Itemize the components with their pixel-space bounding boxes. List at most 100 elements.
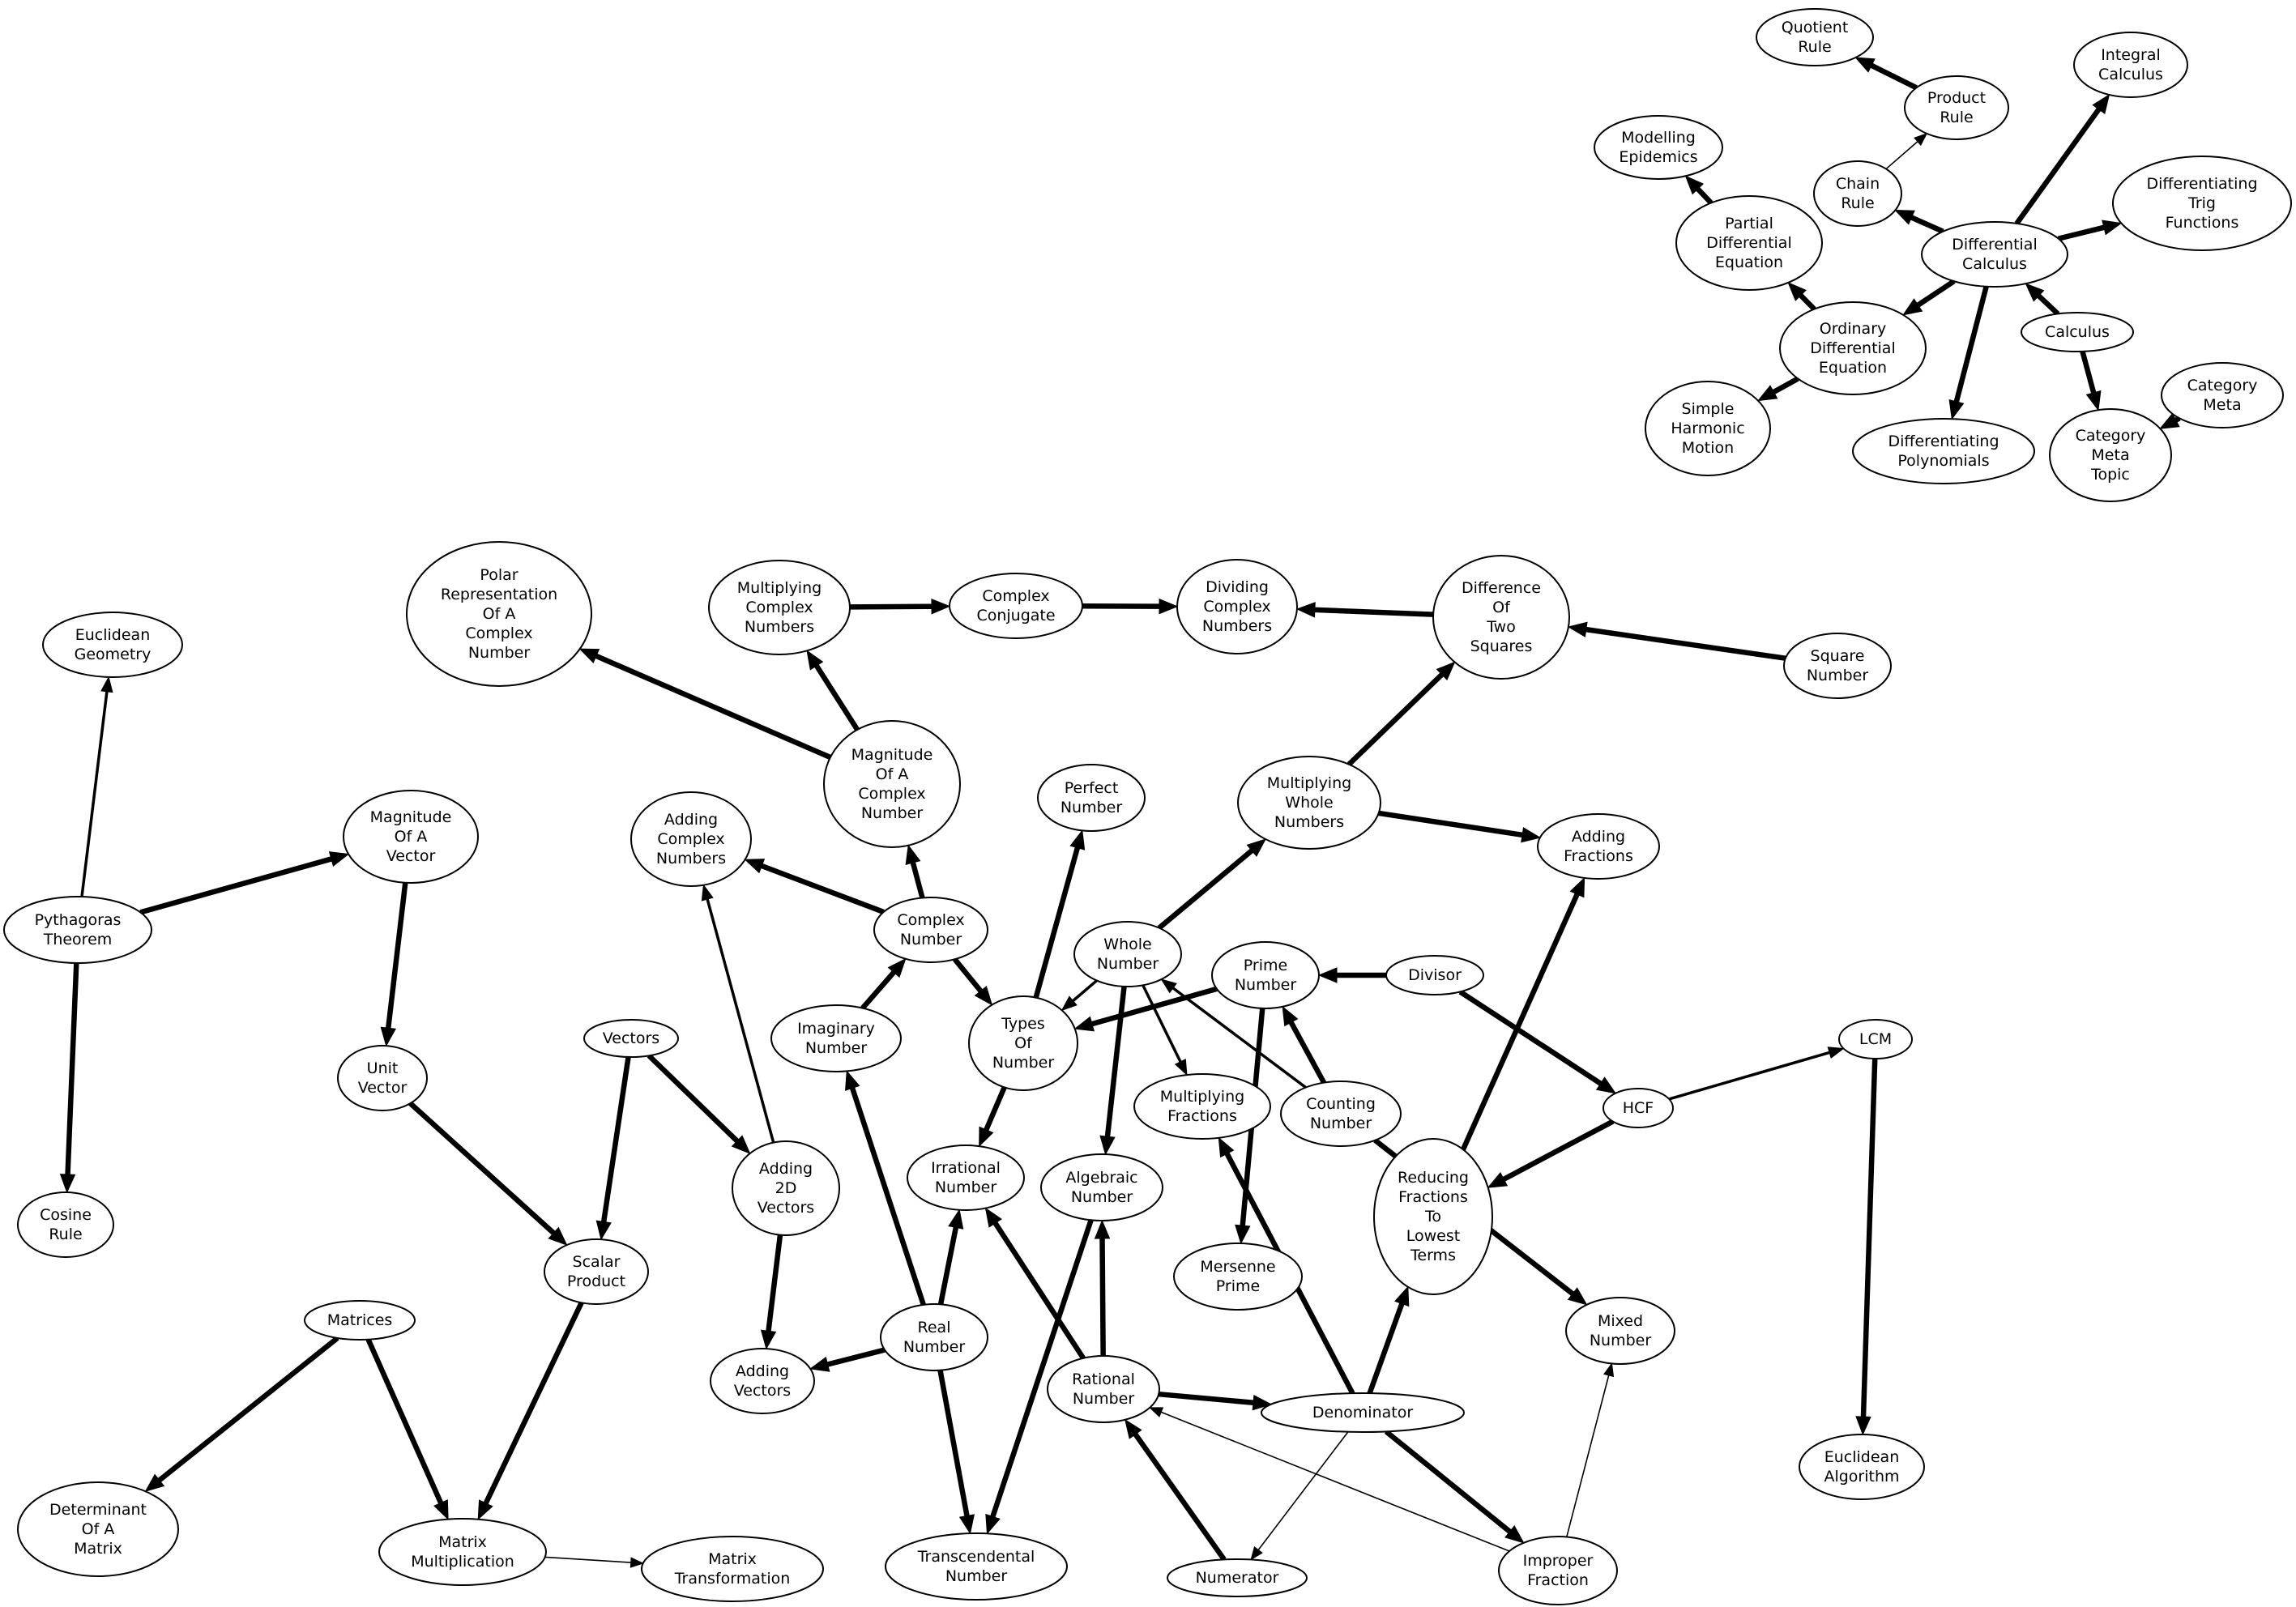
edge-counting-number-to-whole-number bbox=[1160, 978, 1307, 1089]
edge-line bbox=[1378, 810, 1523, 838]
node-ellipse bbox=[880, 1303, 988, 1371]
node-label-line: Of A bbox=[876, 765, 909, 783]
node-denominator[interactable]: Denominator bbox=[1261, 1392, 1465, 1433]
arrowhead bbox=[1595, 1076, 1617, 1094]
node-matrices[interactable]: Matrices bbox=[304, 1300, 416, 1341]
arrowhead bbox=[1854, 57, 1876, 73]
node-ellipse bbox=[1813, 160, 1902, 227]
node-ellipse bbox=[1498, 1536, 1618, 1605]
node-ellipse bbox=[1432, 555, 1570, 680]
node-lcm[interactable]: LCM bbox=[1838, 1019, 1913, 1059]
arrowhead bbox=[1684, 175, 1705, 195]
node-ellipse bbox=[2021, 312, 2134, 352]
node-label-line: Number bbox=[992, 1054, 1055, 1072]
edge-magnitude-vector-to-unit-vector bbox=[380, 882, 408, 1047]
node-label-line: Pythagoras bbox=[35, 911, 122, 929]
node-ellipse bbox=[1173, 1243, 1303, 1311]
edge-line bbox=[814, 664, 860, 731]
edge-line bbox=[1171, 987, 1307, 1089]
arrowhead bbox=[1827, 1046, 1845, 1059]
node-label-line: Product bbox=[1927, 89, 1986, 107]
node-hcf[interactable]: HCF bbox=[1603, 1088, 1674, 1128]
node-label-line: Denominator bbox=[1312, 1404, 1414, 1422]
node-divisor[interactable]: Divisor bbox=[1385, 955, 1484, 995]
edge-line bbox=[1585, 626, 1786, 661]
node-ellipse bbox=[823, 720, 961, 848]
node-label-line: Of bbox=[1014, 1034, 1033, 1052]
node-label-line: Divisor bbox=[1408, 966, 1462, 984]
edge-complex-number-to-magnitude-complex bbox=[905, 844, 925, 899]
arrowhead bbox=[1894, 210, 1915, 225]
node-label-line: Matrix bbox=[708, 1550, 757, 1568]
node-label-line: Adding bbox=[736, 1362, 789, 1380]
edge-line bbox=[647, 1053, 740, 1144]
node-calculus[interactable]: Calculus bbox=[2021, 312, 2134, 352]
node-numerator[interactable]: Numerator bbox=[1167, 1558, 1308, 1597]
node-label-line: Differential bbox=[1706, 234, 1791, 252]
node-label-line: Geometry bbox=[75, 646, 152, 663]
node-label-line: Epidemics bbox=[1619, 148, 1697, 166]
node-ellipse bbox=[1904, 75, 2009, 140]
node-label-line: Number bbox=[945, 1567, 1008, 1585]
node-label-line: Matrix bbox=[74, 1540, 122, 1558]
node-vectors[interactable]: Vectors bbox=[583, 1019, 679, 1058]
node-label-line: Number bbox=[1061, 799, 1123, 816]
node-label-line: Algorithm bbox=[1824, 1468, 1899, 1486]
node-label-line: Multiplying bbox=[1267, 774, 1351, 792]
node-ellipse bbox=[873, 897, 988, 963]
node-label-line: Magnitude bbox=[370, 808, 452, 826]
